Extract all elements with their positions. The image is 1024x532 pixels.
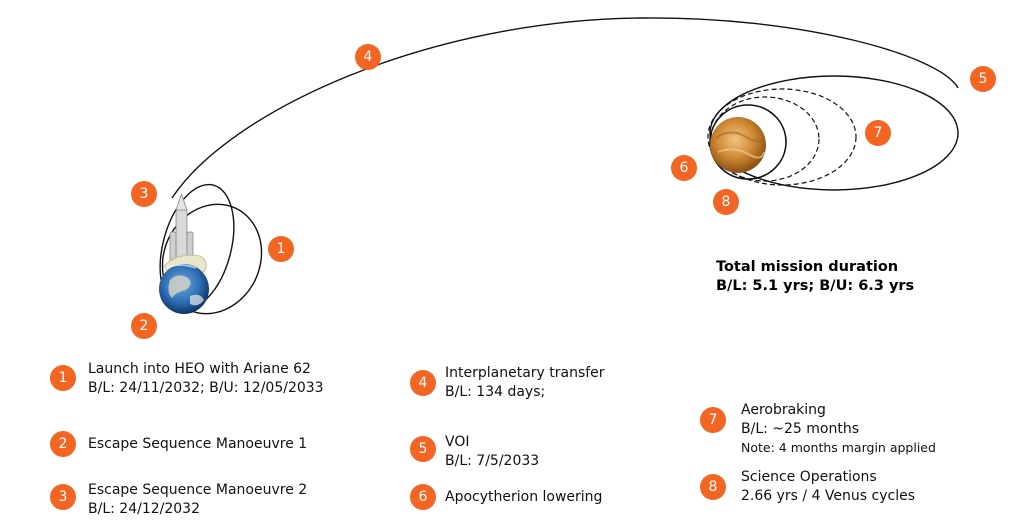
legend-badge-5: 5 [410, 436, 436, 462]
legend-item-4-line: B/L: 134 days; [445, 384, 546, 400]
science-orbit [709, 104, 787, 180]
legend-badge-6: 6 [410, 484, 436, 510]
mission-duration-value: B/L: 5.1 yrs; B/U: 6.3 yrs [716, 278, 915, 294]
legend-item-6-title: Apocytherion lowering [445, 489, 603, 505]
legend-item-5-title: VOI [445, 434, 470, 450]
diagram-badge-6: 6 [671, 155, 697, 181]
legend-badge-1: 1 [50, 365, 76, 391]
venus-capture-orbit [709, 75, 959, 191]
legend-item-7: Aerobraking B/L: ~25 months Note: 4 mont… [741, 401, 936, 456]
legend-badge-3: 3 [50, 484, 76, 510]
diagram-badge-2: 2 [131, 313, 157, 339]
legend-item-3-title: Escape Sequence Manoeuvre 2 [88, 482, 308, 498]
aerobraking-orbit-2 [710, 96, 820, 182]
legend-item-7-line: B/L: ~25 months [741, 421, 860, 437]
diagram-badge-7: 7 [865, 120, 891, 146]
diagram-badge-5: 5 [970, 66, 996, 92]
legend-item-5-line: B/L: 7/5/2033 [445, 453, 540, 469]
legend-item-7-title: Aerobraking [741, 402, 826, 418]
earth-icon [159, 264, 209, 314]
legend-badge-8: 8 [700, 474, 726, 500]
legend-badge-7: 7 [700, 407, 726, 433]
legend-item-8-title: Science Operations [741, 469, 877, 485]
legend-item-3-line: B/L: 24/12/2032 [88, 501, 200, 517]
aerobraking-orbit-1 [707, 88, 857, 186]
legend-item-1-line: B/L: 24/11/2032; B/U: 12/05/2033 [88, 380, 324, 396]
orbit-heo [161, 203, 263, 315]
diagram-badge-8: 8 [713, 189, 739, 215]
interplanetary-transfer-arc [171, 17, 959, 199]
diagram-badge-1: 1 [268, 236, 294, 262]
diagram-badge-3: 3 [131, 181, 157, 207]
diagram-badge-4: 4 [355, 44, 381, 70]
legend-item-8: Science Operations 2.66 yrs / 4 Venus cy… [741, 468, 915, 506]
legend-badge-4: 4 [410, 370, 436, 396]
legend-item-4-title: Interplanetary transfer [445, 365, 605, 381]
legend-item-5: VOI B/L: 7/5/2033 [445, 433, 539, 471]
legend-item-7-note: Note: 4 months margin applied [741, 440, 936, 455]
legend-badge-2: 2 [50, 431, 76, 457]
legend-item-3: Escape Sequence Manoeuvre 2 B/L: 24/12/2… [88, 481, 307, 519]
venus-icon [710, 117, 766, 173]
mission-duration: Total mission duration B/L: 5.1 yrs; B/U… [716, 258, 914, 296]
legend-item-8-line: 2.66 yrs / 4 Venus cycles [741, 488, 916, 504]
rocket-icon [163, 192, 207, 273]
legend-item-4: Interplanetary transfer B/L: 134 days; [445, 364, 605, 402]
mission-duration-title: Total mission duration [716, 259, 899, 275]
legend-item-2: Escape Sequence Manoeuvre 1 [88, 435, 307, 454]
legend-item-1: Launch into HEO with Ariane 62 B/L: 24/1… [88, 360, 324, 398]
legend-item-2-title: Escape Sequence Manoeuvre 1 [88, 436, 308, 452]
legend-item-1-title: Launch into HEO with Ariane 62 [88, 361, 311, 377]
legend-item-6: Apocytherion lowering [445, 488, 602, 507]
